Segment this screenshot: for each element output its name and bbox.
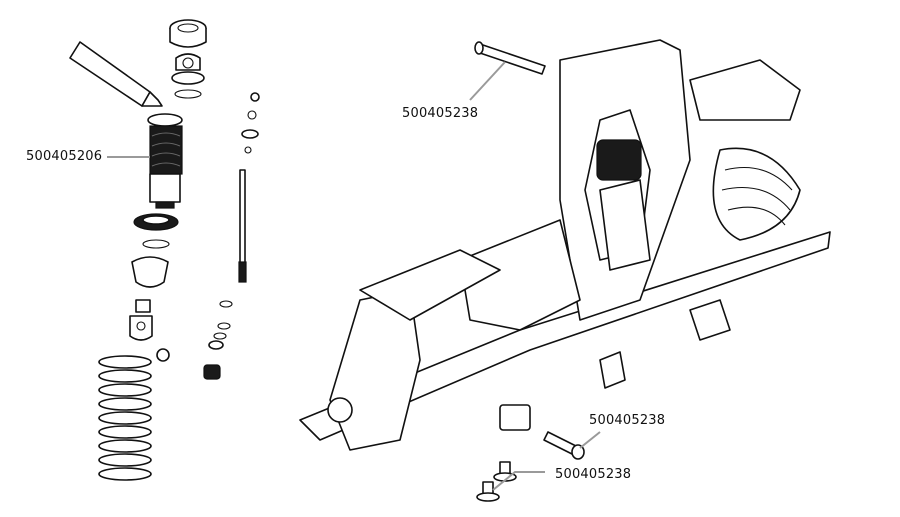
shock-oil-bottle <box>69 41 163 107</box>
callout-bushings: 500405238 <box>555 467 632 482</box>
callout-hinge-pin-top: 500405238 <box>402 106 479 121</box>
shock-lower-eyelet <box>129 299 170 362</box>
chassis-assembly <box>299 39 831 451</box>
shock-shaft-stack <box>203 92 260 380</box>
shock-body <box>147 113 183 209</box>
shock-collar <box>133 213 179 249</box>
shock-spring-cup <box>131 256 169 288</box>
bushings-bottom <box>476 461 517 502</box>
shock-spring <box>98 355 152 481</box>
shock-top-eyelet <box>171 53 205 99</box>
hinge-pin-top <box>474 41 546 75</box>
leader-bushings <box>492 471 545 491</box>
leader-hinge-pin-top <box>469 61 506 101</box>
callout-shock-body: 500405206 <box>26 149 103 164</box>
hinge-pin-bottom <box>543 431 585 460</box>
leader-hinge-pin-bottom <box>579 431 601 449</box>
callout-hinge-pin-bottom: 500405238 <box>589 413 666 428</box>
shock-cap-nut <box>169 19 207 48</box>
